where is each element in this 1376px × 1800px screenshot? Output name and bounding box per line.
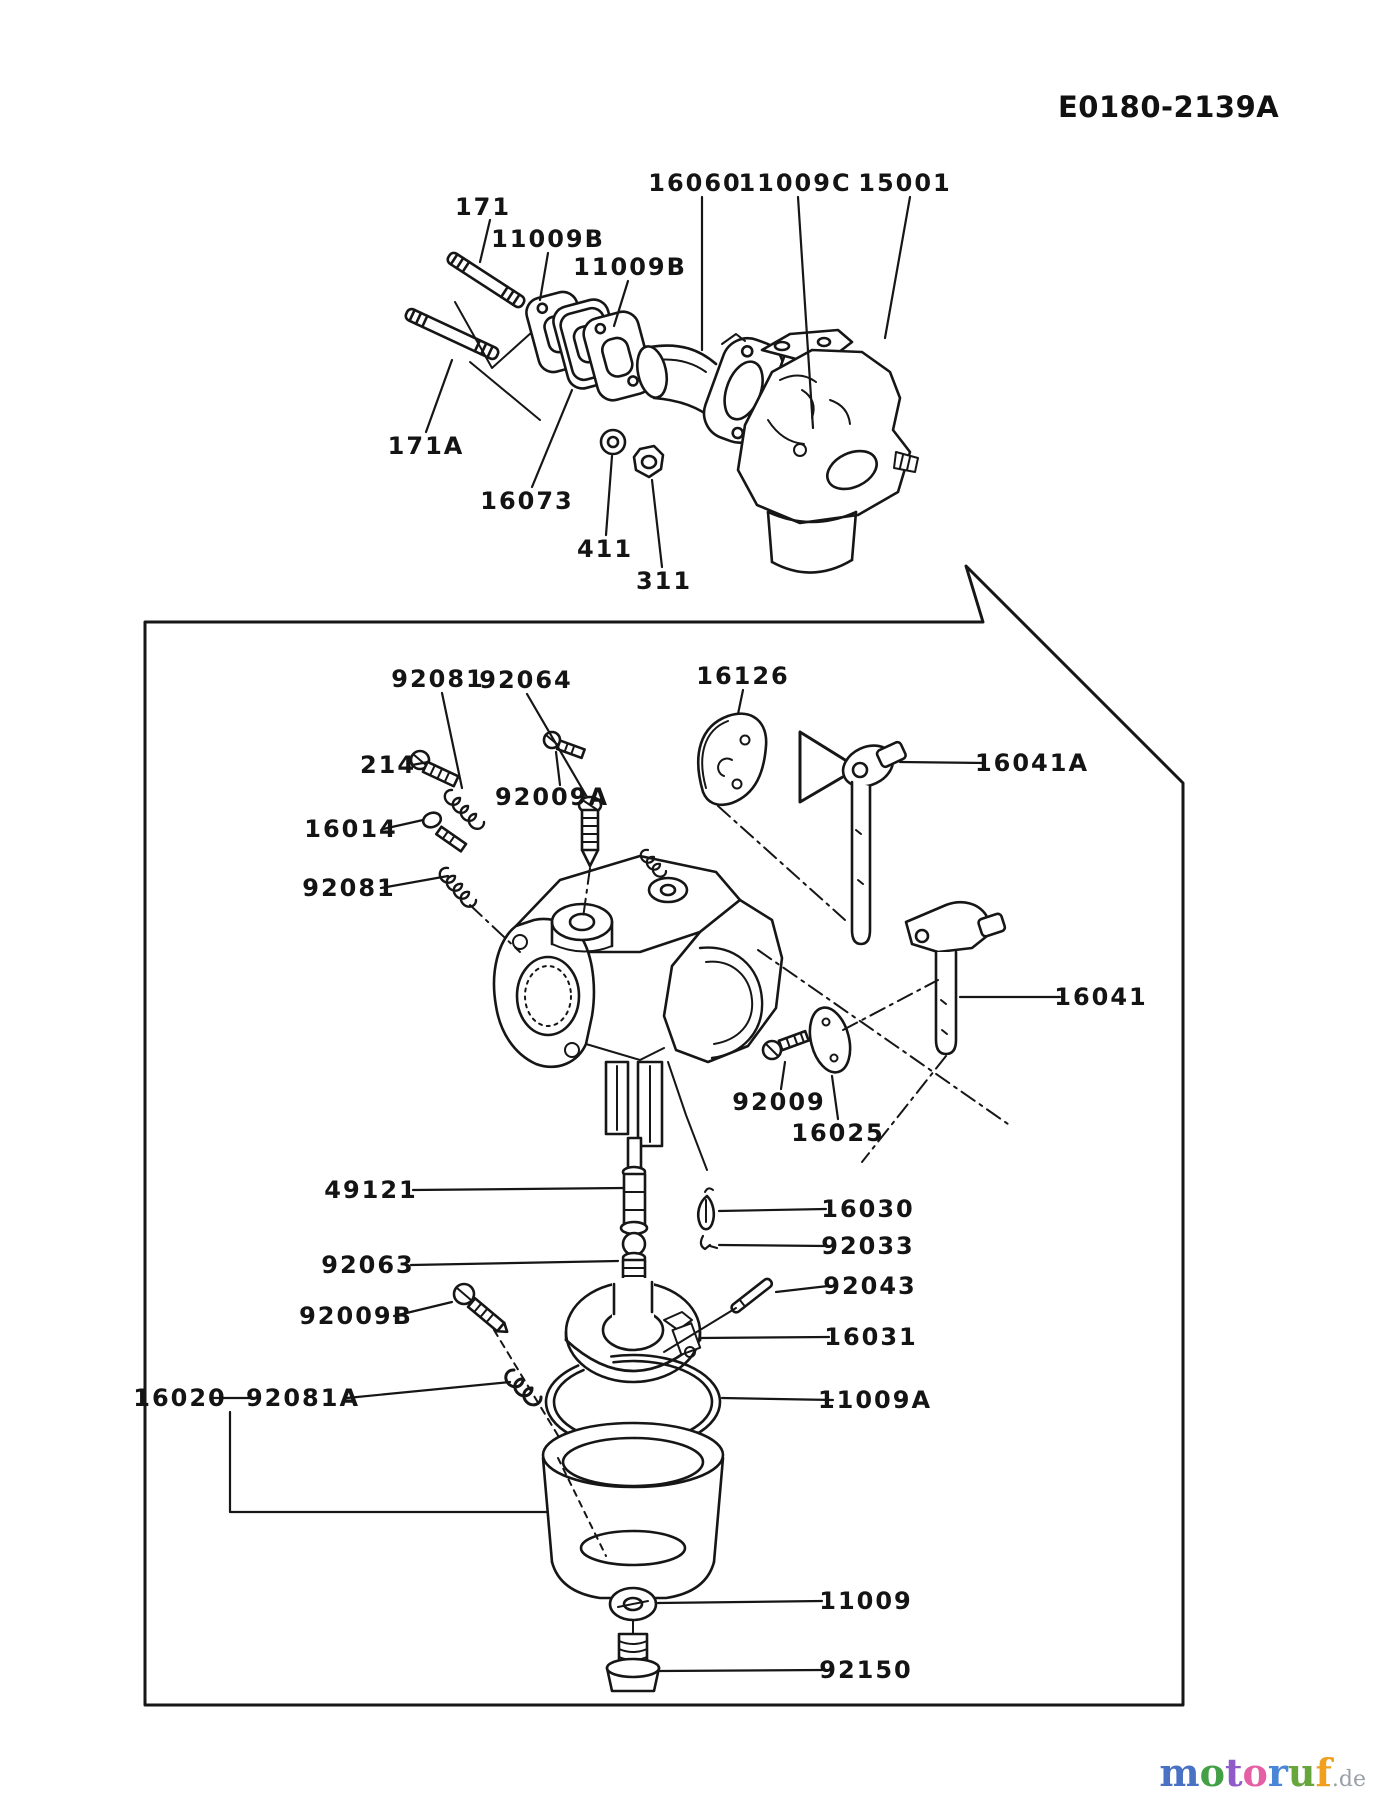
nut-311-drawing xyxy=(634,446,663,477)
part-label-171A: 171A xyxy=(387,432,465,460)
motoruf-letter: m xyxy=(1159,1750,1200,1795)
part-label-214: 214 xyxy=(359,751,417,779)
part-label-92033: 92033 xyxy=(821,1232,915,1260)
callout-box xyxy=(145,566,1183,1705)
part-label-92063: 92063 xyxy=(321,1251,415,1279)
part-label-92081A: 92081A xyxy=(245,1384,361,1412)
part-label-11009C: 11009C xyxy=(738,169,852,197)
screw-92009B-drawing xyxy=(454,1284,510,1336)
part-label-311: 311 xyxy=(635,567,693,595)
carb-body-drawing xyxy=(494,850,782,1170)
part-label-49121: 49121 xyxy=(324,1176,418,1204)
part-label-16041: 16041 xyxy=(1054,983,1148,1011)
part-label-92009: 92009 xyxy=(732,1088,826,1116)
fuel-bowl-16020-drawing xyxy=(543,1423,723,1613)
part-label-92081-2: 92081 xyxy=(302,874,396,902)
pilot-screw-214-drawing xyxy=(411,751,458,786)
part-label-16014: 16014 xyxy=(304,815,398,843)
motoruf-letter: u xyxy=(1287,1750,1316,1795)
part-label-16041A: 16041A xyxy=(974,749,1090,777)
washer-411-drawing xyxy=(601,430,625,454)
screw-92009A-drawing xyxy=(544,732,585,758)
part-label-411: 411 xyxy=(576,535,634,563)
jet-92063-drawing xyxy=(623,1253,645,1288)
motoruf-letter: o xyxy=(1199,1750,1225,1795)
drain-screw-92150-drawing xyxy=(607,1634,659,1691)
main-jet-92064-drawing xyxy=(579,797,601,866)
part-label-16073: 16073 xyxy=(480,487,574,515)
part-label-16060: 16060 xyxy=(648,169,742,197)
part-label-16020: 16020 xyxy=(133,1384,227,1412)
part-label-16030: 16030 xyxy=(821,1195,915,1223)
spring-92081A-drawing xyxy=(506,1370,541,1405)
spring-92081-2-drawing xyxy=(440,868,476,907)
assembly-axes xyxy=(470,806,1008,1162)
motoruf-letter: r xyxy=(1267,1750,1288,1795)
motoruf-letter: t xyxy=(1224,1750,1243,1795)
choke-bracket-16041A-drawing xyxy=(800,732,907,944)
float-16031-drawing xyxy=(566,1278,700,1382)
stud-171A-drawing xyxy=(404,307,500,360)
main-nozzle-49121-drawing xyxy=(621,1138,647,1263)
part-label-16126: 16126 xyxy=(696,662,790,690)
part-label-11009A: 11009A xyxy=(817,1386,933,1414)
clip-92033-drawing xyxy=(701,1236,717,1249)
motoruf-logo[interactable]: motoruf.de xyxy=(1159,1754,1366,1792)
diagram-code: E0180-2139A xyxy=(1058,90,1280,124)
manifold-16060-drawing xyxy=(633,331,791,450)
part-label-92009B: 92009B xyxy=(299,1302,413,1330)
part-label-11009: 11009 xyxy=(819,1587,913,1615)
part-label-92064: 92064 xyxy=(479,666,573,694)
part-label-11009B-1: 11009B xyxy=(491,225,605,253)
part-label-11009B-2: 11009B xyxy=(573,253,687,281)
part-label-92081-1: 92081 xyxy=(391,665,485,693)
throttle-shaft-16041-drawing xyxy=(906,902,1006,1054)
part-label-92009A: 92009A xyxy=(494,783,610,811)
leader-lines xyxy=(212,197,1060,1671)
part-label-16025: 16025 xyxy=(791,1119,885,1147)
choke-plate-16126-drawing xyxy=(698,714,766,805)
motoruf-letter: f xyxy=(1315,1750,1332,1795)
part-label-171: 171 xyxy=(454,193,512,221)
throttle-plate-16025-drawing xyxy=(804,1003,857,1076)
washer-11009-drawing xyxy=(610,1588,656,1620)
part-label-92043: 92043 xyxy=(823,1272,917,1300)
part-label-16031: 16031 xyxy=(824,1323,918,1351)
float-needle-16030-drawing xyxy=(698,1188,714,1229)
motoruf-suffix: .de xyxy=(1331,1767,1366,1792)
stud-171-drawing xyxy=(446,251,526,309)
part-label-15001: 15001 xyxy=(858,169,952,197)
spring-92081-1-drawing xyxy=(445,790,484,829)
part-label-92150: 92150 xyxy=(819,1656,913,1684)
screw-16014-drawing xyxy=(421,810,466,851)
throttle-screw-92009-drawing xyxy=(763,1031,809,1059)
motoruf-letter: o xyxy=(1242,1750,1268,1795)
